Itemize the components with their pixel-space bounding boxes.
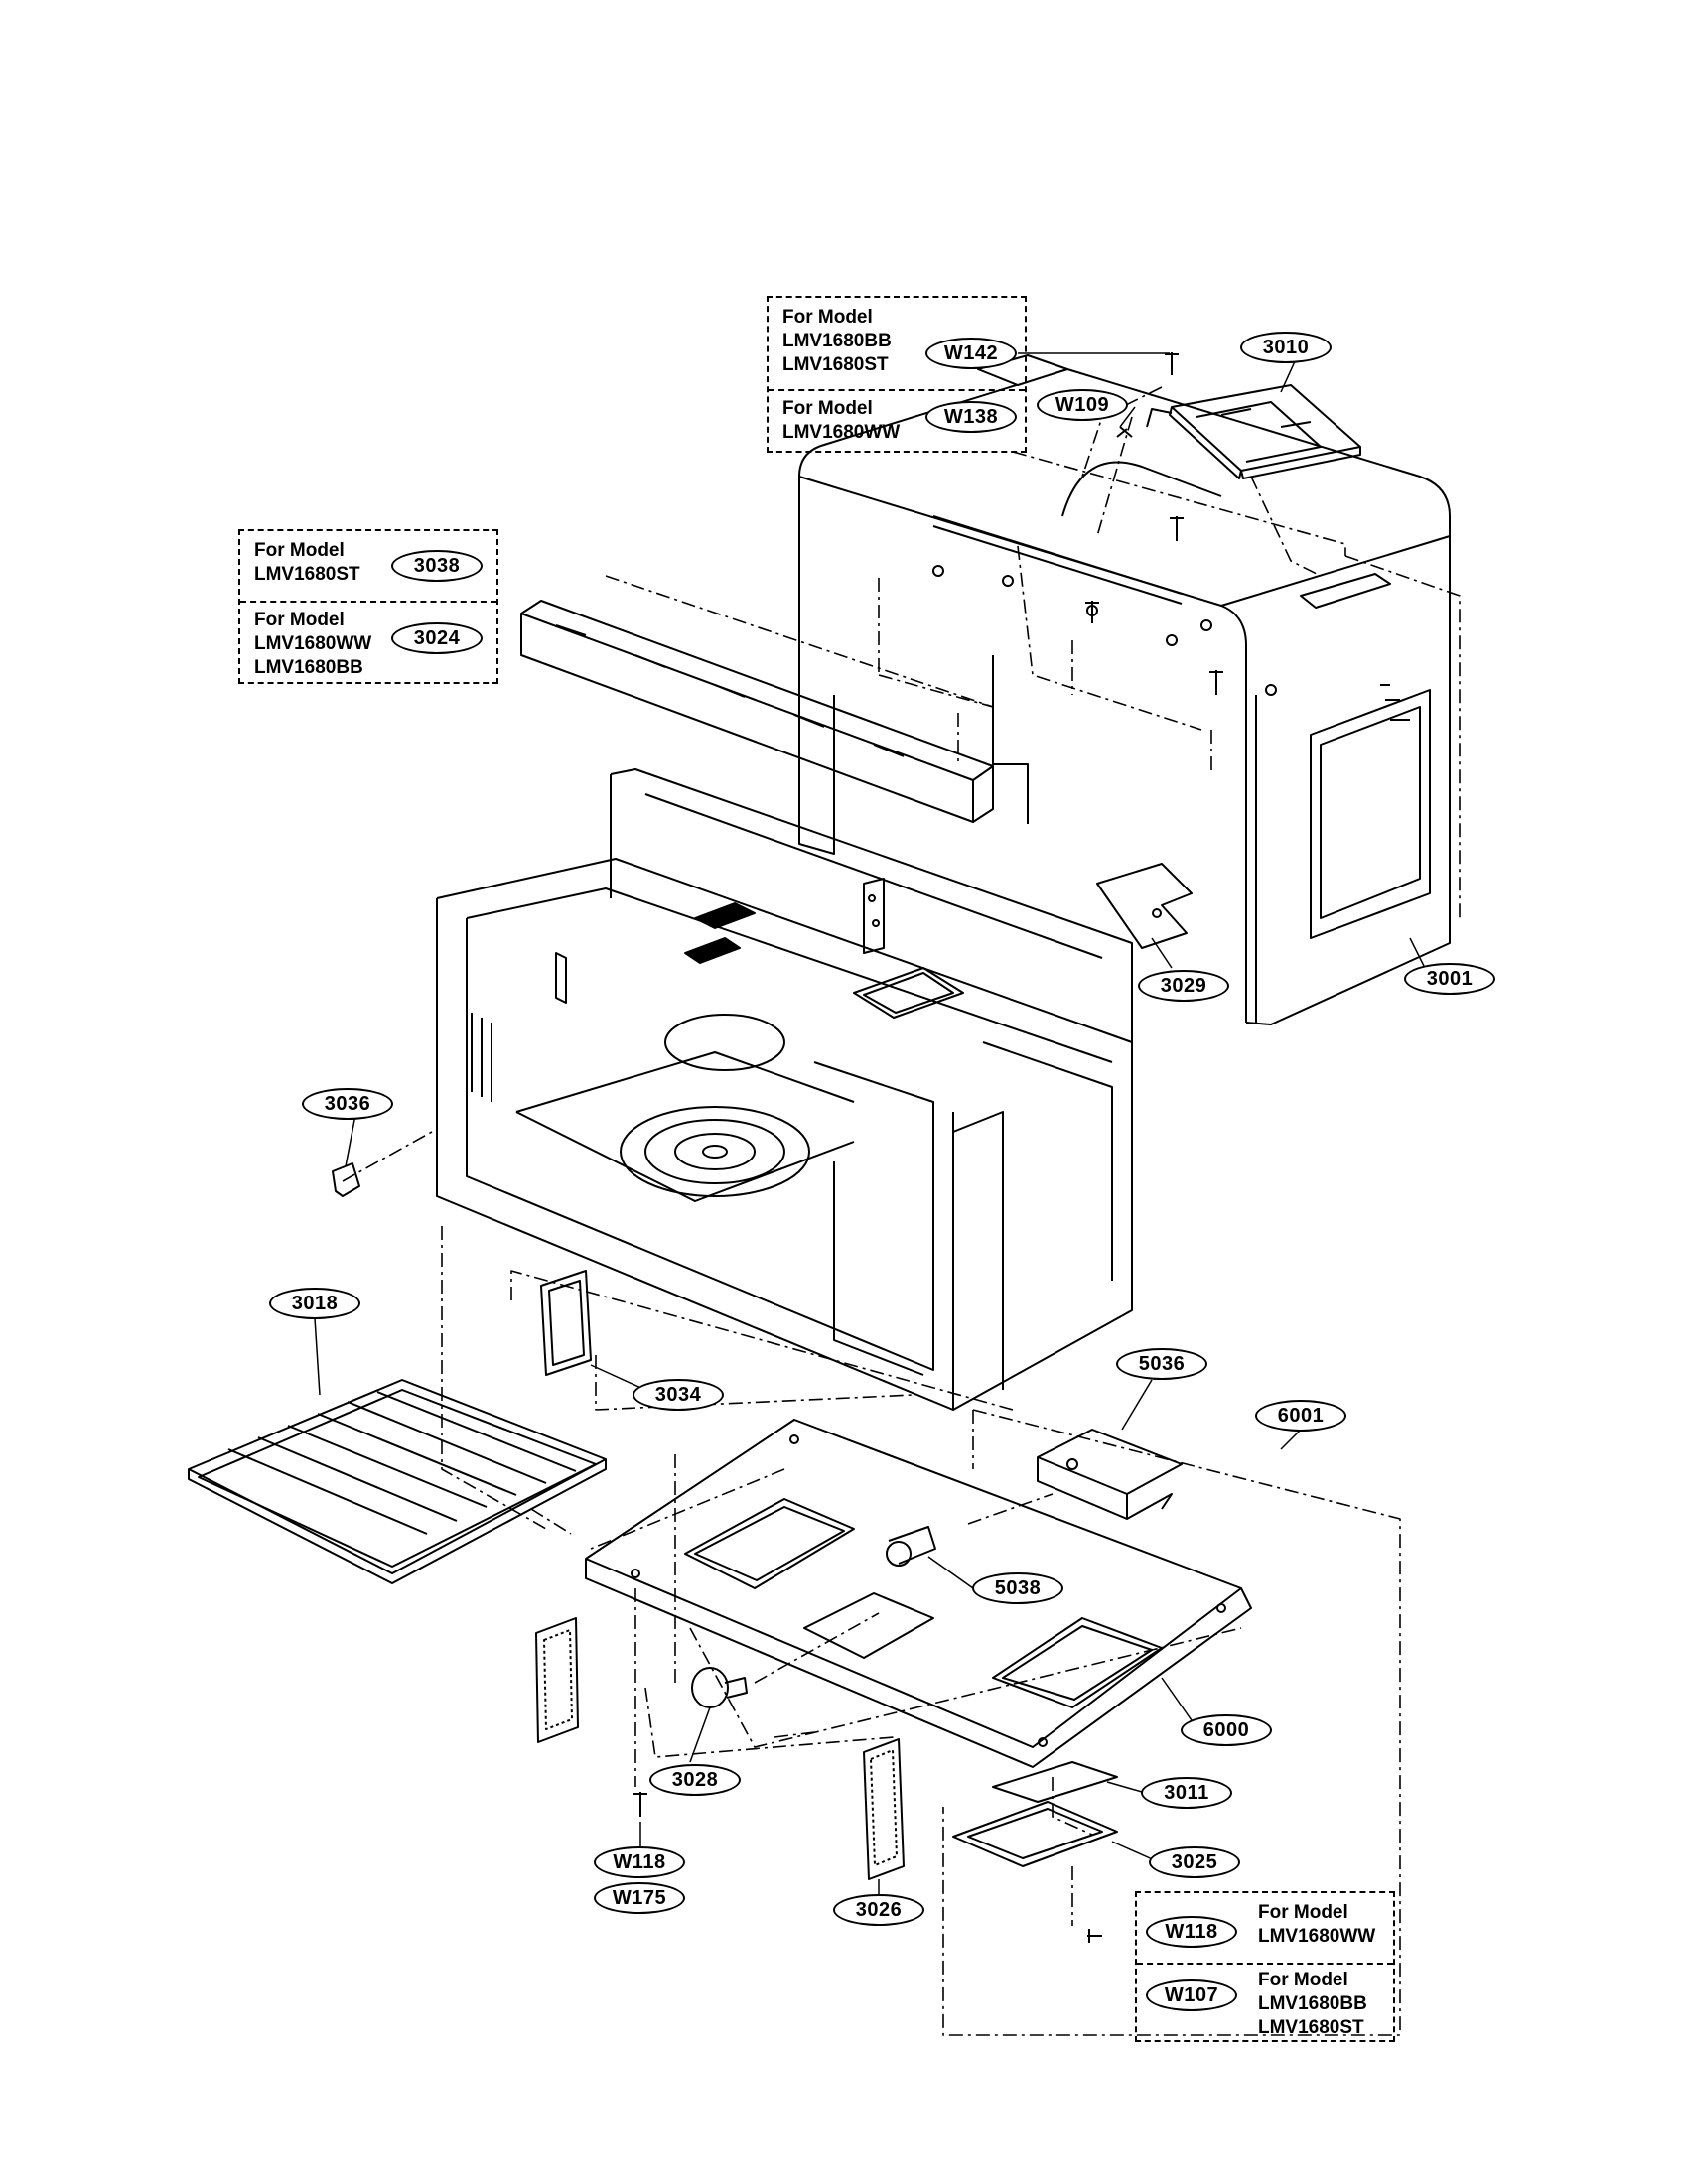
model-box-bottom-row-1: For Model LMV1680WW	[1137, 1893, 1393, 1963]
duct-5036	[1037, 1429, 1183, 1520]
callout-3024: 3024	[391, 622, 483, 654]
callout-3038: 3038	[391, 550, 483, 582]
model-box-top-text-2: For Model LMV1680WW	[782, 398, 901, 443]
grease-filter-3026	[863, 1738, 905, 1880]
callout-w107: W107	[1146, 1979, 1237, 2011]
callout-w118-right: W118	[1146, 1916, 1237, 1948]
callout-3036: 3036	[302, 1088, 393, 1120]
callout-w142: W142	[925, 338, 1017, 369]
model-box-left-text-1: For Model LMV1680ST	[254, 540, 360, 585]
model-box-bottom: For Model LMV1680WW For Model LMV1680BB …	[1135, 1891, 1395, 2042]
model-box-bottom-row-2: For Model LMV1680BB LMV1680ST	[1137, 1963, 1393, 2040]
model-box-left-row-1: For Model LMV1680ST	[240, 531, 496, 601]
latch-3036	[332, 1162, 360, 1197]
callout-3026: 3026	[833, 1894, 924, 1926]
outer-case-3001	[798, 354, 1451, 1025]
callout-5038: 5038	[972, 1572, 1063, 1604]
callout-3028: 3028	[649, 1764, 741, 1796]
lamp-cover-3011	[992, 1761, 1118, 1803]
callout-5036: 5036	[1116, 1348, 1207, 1380]
callout-3010: 3010	[1240, 332, 1332, 363]
model-box-top-text-1: For Model LMV1680BB LMV1680ST	[782, 307, 892, 375]
lamp-holder-3025	[952, 1801, 1118, 1867]
base-plate-6000	[585, 1419, 1252, 1768]
model-box-left-text-2: For Model LMV1680WW LMV1680BB	[254, 610, 372, 678]
screws-bottom	[633, 1792, 1102, 1943]
label-leaders	[314, 352, 1426, 1901]
callout-w138: W138	[925, 401, 1017, 433]
screws-top	[1085, 352, 1223, 695]
assembly-leader-lines	[342, 386, 1461, 2036]
switch-5038	[886, 1526, 936, 1567]
rack-3018	[188, 1379, 607, 1584]
model-box-top: For Model LMV1680BB LMV1680ST For Model …	[767, 296, 1027, 453]
callout-3001: 3001	[1404, 963, 1495, 995]
lamp-3028	[691, 1667, 748, 1708]
grease-filter-left	[535, 1617, 579, 1743]
callout-w109: W109	[1037, 389, 1128, 421]
model-box-left: For Model LMV1680ST For Model LMV1680WW …	[238, 529, 498, 684]
callout-3025: 3025	[1149, 1846, 1240, 1878]
top-bracket-3010	[1146, 384, 1361, 479]
front-control-bar	[520, 600, 994, 823]
callout-3034: 3034	[633, 1379, 724, 1411]
model-box-left-row-2: For Model LMV1680WW LMV1680BB	[240, 601, 496, 684]
cavity-frame	[436, 768, 1133, 1411]
model-box-bottom-text-1: For Model LMV1680WW	[1258, 1902, 1376, 1947]
callout-6001: 6001	[1255, 1400, 1346, 1432]
callout-w175: W175	[594, 1882, 685, 1914]
callout-3011: 3011	[1141, 1777, 1232, 1809]
callout-3018: 3018	[269, 1288, 360, 1319]
callout-w118-left: W118	[594, 1846, 685, 1878]
panel-3034	[540, 1270, 592, 1376]
model-box-top-row-2: For Model LMV1680WW	[769, 389, 1025, 451]
bracket-3029	[1096, 863, 1193, 949]
callout-3029: 3029	[1138, 970, 1229, 1002]
callout-6000: 6000	[1181, 1714, 1272, 1746]
model-box-top-row-1: For Model LMV1680BB LMV1680ST	[769, 298, 1025, 389]
model-box-bottom-text-2: For Model LMV1680BB LMV1680ST	[1258, 1970, 1367, 2038]
